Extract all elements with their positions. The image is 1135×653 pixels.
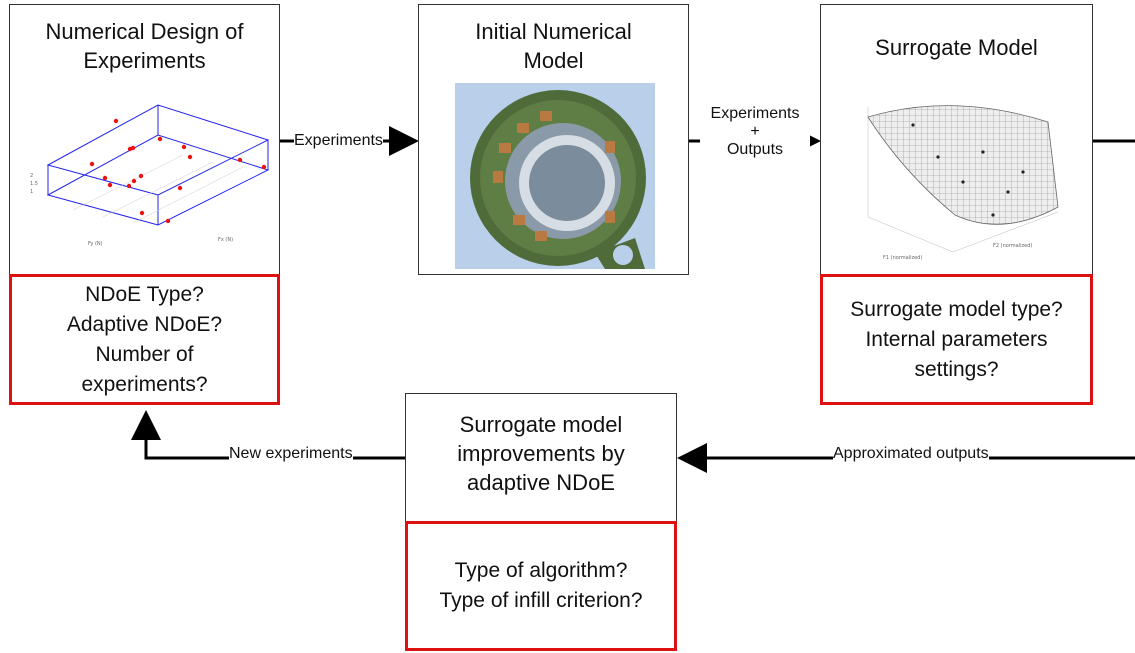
node-improvement-title-3: adaptive NDoE: [467, 470, 615, 495]
node-improvement: Surrogate model improvements by adaptive…: [405, 393, 677, 523]
node-initial-model: Initial Numerical Model: [418, 4, 689, 275]
node-surrogate-questions: Surrogate model type? Internal parameter…: [820, 274, 1093, 405]
edge-label-experiments: Experiments: [294, 132, 383, 150]
scatter-3d-image: 2 1.5 1 Fy (N) Fx (N): [30, 104, 270, 247]
node-ndoe: Numerical Design of Experiments 2 1.5 1 Fy…: [9, 4, 280, 275]
motor-model-image: [455, 83, 655, 269]
edge-label-experiments-outputs-2: +: [700, 123, 810, 141]
node-initial-model-title-2: Model: [523, 48, 584, 73]
surrogate-surface-image: F1 (normalized) F2 (normalized): [867, 105, 1059, 261]
svg-text:1.5: 1.5: [30, 181, 38, 187]
question-line: settings?: [914, 357, 999, 381]
node-initial-model-title: Initial Numerical Model: [419, 17, 688, 75]
question-line: Adaptive NDoE?: [66, 312, 223, 336]
svg-text:F1 (normalized): F1 (normalized): [883, 255, 922, 261]
node-improvement-title: Surrogate model improvements by adaptive…: [406, 410, 676, 497]
node-improvement-questions-text: Type of algorithm? Type of infill criter…: [439, 556, 642, 616]
node-initial-model-title-1: Initial Numerical: [475, 19, 632, 44]
edge-label-approximated-outputs: Approximated outputs: [833, 445, 989, 463]
svg-text:Fy (N): Fy (N): [88, 241, 103, 247]
node-surrogate-title: Surrogate Model: [875, 35, 1038, 60]
node-ndoe-questions: NDoE Type? Adaptive NDoE? Number of expe…: [9, 274, 280, 405]
question-line: Type of algorithm?: [454, 559, 628, 582]
question-line: Internal parameters: [865, 327, 1048, 351]
svg-text:Fx (N): Fx (N): [218, 237, 233, 243]
question-line: experiments?: [81, 372, 208, 396]
question-line: Number of: [95, 342, 194, 366]
edge-label-experiments-outputs-3: Outputs: [700, 141, 810, 159]
edge-label-experiments-outputs-1: Experiments: [700, 105, 810, 123]
svg-text:F2 (normalized): F2 (normalized): [993, 243, 1032, 249]
edge-label-new-experiments: New experiments: [229, 445, 353, 463]
question-line: NDoE Type?: [85, 282, 204, 306]
node-ndoe-title: Numerical Design of Experiments: [10, 17, 279, 75]
node-ndoe-title-2: Experiments: [83, 48, 206, 73]
node-surrogate-questions-text: Surrogate model type? Internal parameter…: [850, 295, 1062, 385]
node-improvement-title-2: improvements by: [457, 441, 625, 466]
svg-text:1: 1: [30, 189, 33, 195]
node-improvement-title-1: Surrogate model: [459, 412, 623, 437]
edge-label-experiments-outputs: Experiments + Outputs: [700, 105, 810, 159]
question-line: Type of infill criterion?: [439, 589, 643, 612]
node-improvement-questions: Type of algorithm? Type of infill criter…: [405, 521, 677, 651]
node-ndoe-title-1: Numerical Design of: [45, 19, 244, 44]
node-ndoe-questions-text: NDoE Type? Adaptive NDoE? Number of expe…: [67, 280, 222, 400]
node-surrogate: Surrogate Model F1 (normalized) F2 (norma…: [820, 4, 1093, 275]
question-line: Surrogate model type?: [850, 297, 1063, 321]
svg-text:2: 2: [30, 173, 33, 179]
